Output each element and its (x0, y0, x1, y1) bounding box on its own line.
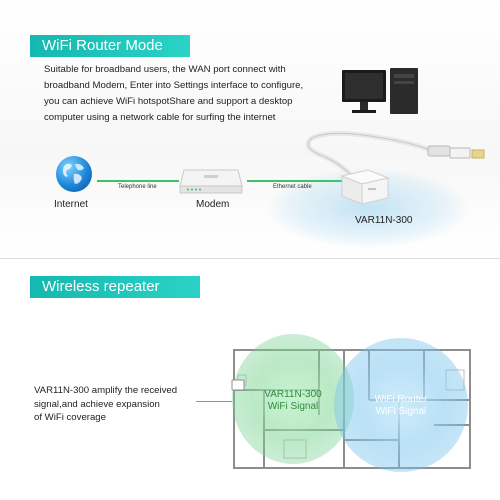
cable-icon (305, 130, 485, 188)
globe-icon (56, 156, 92, 192)
desktop-computer-icon (342, 68, 418, 114)
router-signal-line: WiFi Router (374, 394, 428, 405)
description-line: computer using a network cable for surfi… (44, 112, 276, 123)
router-device-icon (340, 169, 390, 205)
description-line: VAR11N-300 amplify the received (34, 385, 178, 396)
description-line: broadband Modem, Enter into Settings int… (44, 80, 304, 91)
ethernet-cable-line (247, 180, 343, 182)
router-signal-label: WiFi Router WiFi Signal (361, 394, 441, 418)
description-line: of WiFi coverage (34, 412, 106, 423)
repeater-signal-line: VAR11N-300 (264, 389, 322, 400)
telephone-line (97, 180, 179, 182)
router-signal-line: WiFi Signal (375, 406, 427, 417)
description-line: Suitable for broadband users, the WAN po… (44, 64, 286, 75)
repeater-signal-label: VAR11N-300 WiFi Signal (253, 389, 333, 413)
telephone-line-label: Telephone line (118, 184, 157, 190)
repeater-description: VAR11N-300 amplify the received signal,a… (34, 384, 204, 425)
modem-label: Modem (196, 199, 230, 210)
repeater-mode-banner: Wireless repeater mode (30, 276, 200, 317)
modem-icon (179, 169, 243, 194)
internet-label: Internet (54, 199, 88, 210)
description-line: you can achieve WiFi hotspotShare and su… (44, 96, 293, 107)
router-signal-circle (334, 338, 468, 472)
section-divider (0, 258, 500, 259)
repeater-signal-circle (232, 334, 354, 464)
router-mode-banner: WiFi Router Mode (30, 35, 190, 57)
repeater-signal-line: WiFi Signal (267, 401, 319, 412)
repeater-device-icon (231, 379, 245, 391)
router-device-label: VAR11N-300 (355, 215, 413, 226)
pointer-line (196, 401, 232, 402)
router-mode-description: Suitable for broadband users, the WAN po… (44, 62, 324, 126)
description-line: signal,and achieve expansion (34, 398, 160, 410)
ethernet-cable-label: Ethernet cable (273, 184, 312, 190)
